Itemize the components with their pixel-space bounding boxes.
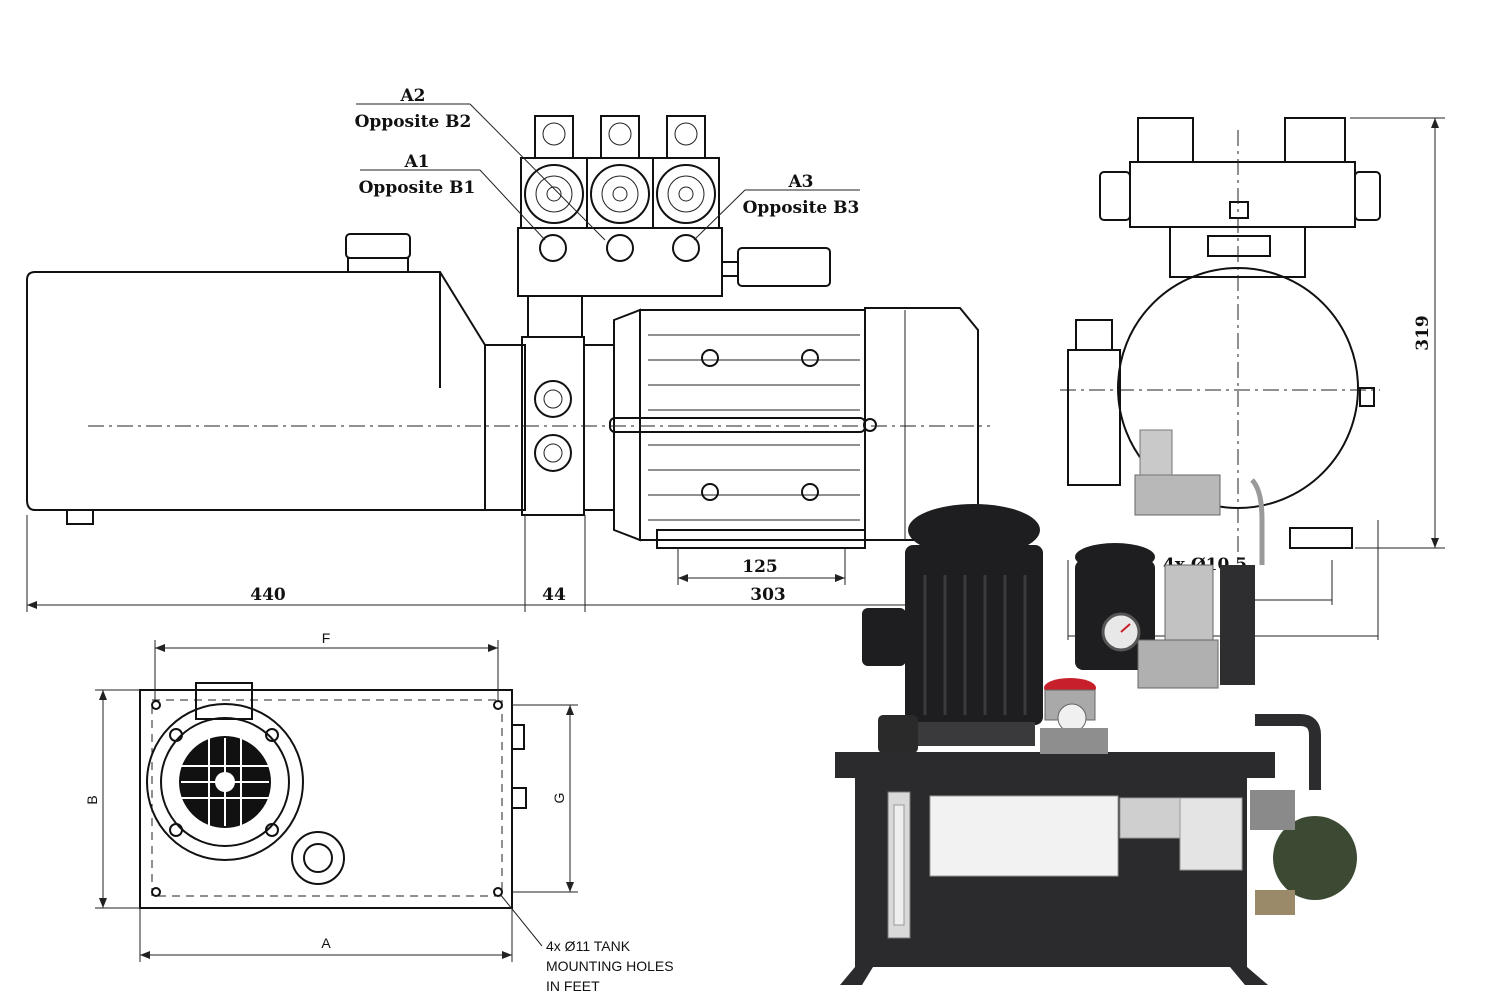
tie-rod: [609, 417, 866, 433]
photo-valve-block: [1134, 474, 1221, 516]
port-b2-icon: [606, 234, 634, 262]
motor-bolt-icon: [701, 483, 719, 501]
dim-125: 125: [742, 557, 778, 577]
top-filler-cap-icon: [291, 831, 345, 885]
motor-terminal-box: [862, 608, 906, 666]
dim-319: 319: [1413, 315, 1433, 351]
end-solenoid-right: [1354, 171, 1381, 221]
spec-plate: [1179, 797, 1243, 871]
filler-cap-icon: [345, 233, 411, 259]
cabinet-leg-left: [840, 967, 873, 985]
dim-44: 44: [542, 585, 566, 605]
main-motor: [905, 545, 1043, 725]
mounting-note-line1: 4x Ø11 TANK: [546, 938, 631, 954]
callout-a1: A1: [403, 152, 429, 172]
mount-hole-icon: [493, 700, 503, 710]
end-foot: [1289, 527, 1353, 549]
mount-hole-icon: [493, 887, 503, 897]
return-pipe: [1255, 714, 1321, 790]
tank-adapter: [484, 344, 526, 511]
product-photo: [835, 429, 1357, 985]
tank-body: [26, 271, 486, 511]
callout-a2: A2: [399, 86, 425, 106]
mounting-note-line2: MOUNTING HOLES: [546, 958, 674, 974]
main-motor-cap: [908, 504, 1040, 556]
port-b1-icon: [539, 234, 567, 262]
callout-a3: A3: [787, 172, 813, 192]
end-filler-cap: [1207, 235, 1271, 257]
solenoid-valve-2: [586, 115, 654, 229]
dim-f: F: [322, 630, 331, 646]
valve-column: [527, 295, 583, 338]
drain-plug: [66, 509, 94, 525]
callouts: A2 Opposite B2 A1 Opposite B1 A3 Opposit…: [355, 86, 860, 241]
end-connector-left: [1137, 117, 1194, 163]
dim-b: B: [84, 795, 100, 804]
port-upper-icon: [534, 380, 572, 418]
motor-body: [639, 309, 866, 541]
cabinet-leg-right: [1230, 967, 1268, 985]
port-b3-icon: [672, 234, 700, 262]
dim-g: G: [551, 793, 567, 804]
reservoir-lid: [835, 752, 1275, 778]
filler-cap-base: [347, 257, 409, 273]
callout-opposite-b2: Opposite B2: [355, 112, 472, 132]
port-lower-icon: [534, 434, 572, 472]
mounting-note-line3: IN FEET: [546, 978, 600, 994]
callout-opposite-b1: Opposite B1: [359, 178, 476, 198]
photo-breather-icon: [878, 715, 918, 753]
motor-foot: [656, 529, 866, 549]
motor-flange: [613, 308, 641, 542]
end-pump-block: [1067, 349, 1121, 486]
mount-hole-icon: [151, 700, 161, 710]
motor-fins: [648, 334, 860, 521]
solenoid-valve-3: [652, 115, 720, 229]
relief-valve: [737, 247, 831, 287]
top-view: F B G A 4x Ø11 TANK MOUNTING HOLES IN FE…: [84, 630, 674, 994]
mount-hole-icon: [151, 887, 161, 897]
top-terminal-box: [195, 682, 253, 720]
label-plate: [929, 795, 1119, 877]
dim-440: 440: [250, 585, 286, 605]
top-motor-flange: [146, 703, 304, 861]
green-hydraulic-motor: [1273, 816, 1357, 900]
end-connector-right: [1284, 117, 1346, 163]
dim-a: A: [321, 935, 331, 951]
dim-303: 303: [750, 585, 786, 605]
callout-opposite-b3: Opposite B3: [743, 198, 860, 218]
motor-bolt-icon: [801, 483, 819, 501]
motor-bolt-icon: [801, 349, 819, 367]
end-solenoid-left: [1099, 171, 1131, 221]
motor-bolt-icon: [701, 349, 719, 367]
